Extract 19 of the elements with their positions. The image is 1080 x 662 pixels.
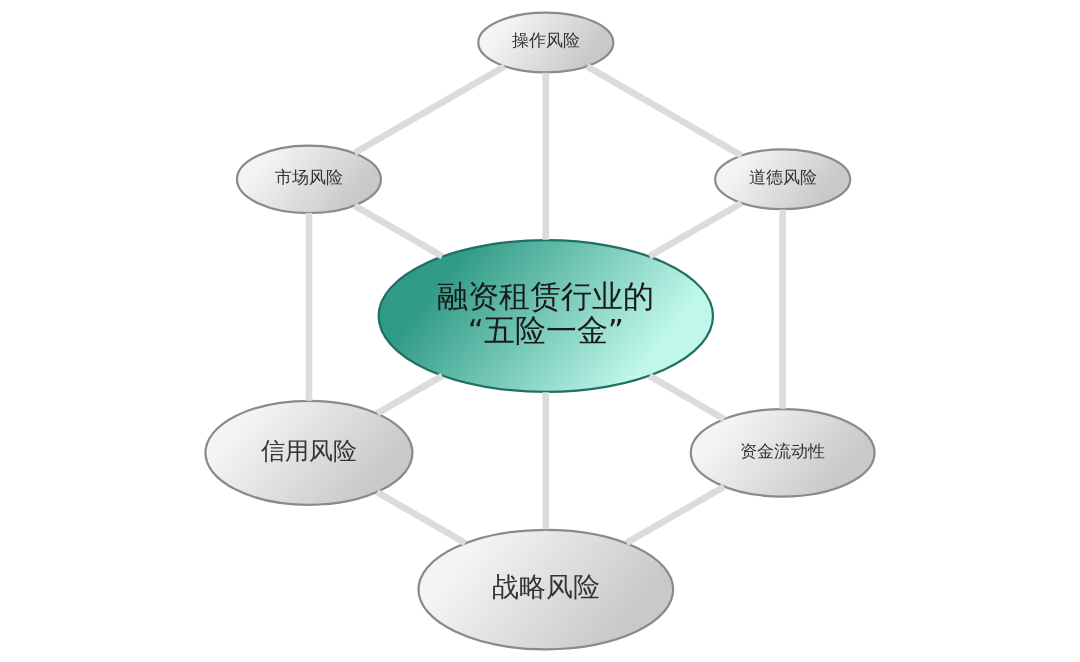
- node-ellipse: 道德风险: [714, 148, 852, 211]
- connector: [542, 72, 550, 240]
- node-ellipse: 市场风险: [235, 144, 383, 215]
- connector: [647, 200, 744, 260]
- connector: [375, 372, 444, 417]
- connector: [779, 209, 786, 409]
- connector: [542, 392, 550, 530]
- connector: [305, 213, 313, 401]
- node-ellipse: 融资租赁行业的“五险一金”: [377, 239, 715, 393]
- connector: [375, 489, 467, 546]
- node-ellipse: 战略风险: [417, 528, 675, 651]
- connector: [352, 202, 444, 260]
- node-ellipse: 操作风险: [477, 11, 615, 74]
- node-ellipse: 资金流动性: [689, 407, 876, 498]
- connector: [352, 63, 507, 156]
- node-ellipse: 信用风险: [204, 399, 414, 506]
- connector: [624, 483, 726, 546]
- connector: [585, 63, 744, 159]
- connector: [647, 372, 726, 422]
